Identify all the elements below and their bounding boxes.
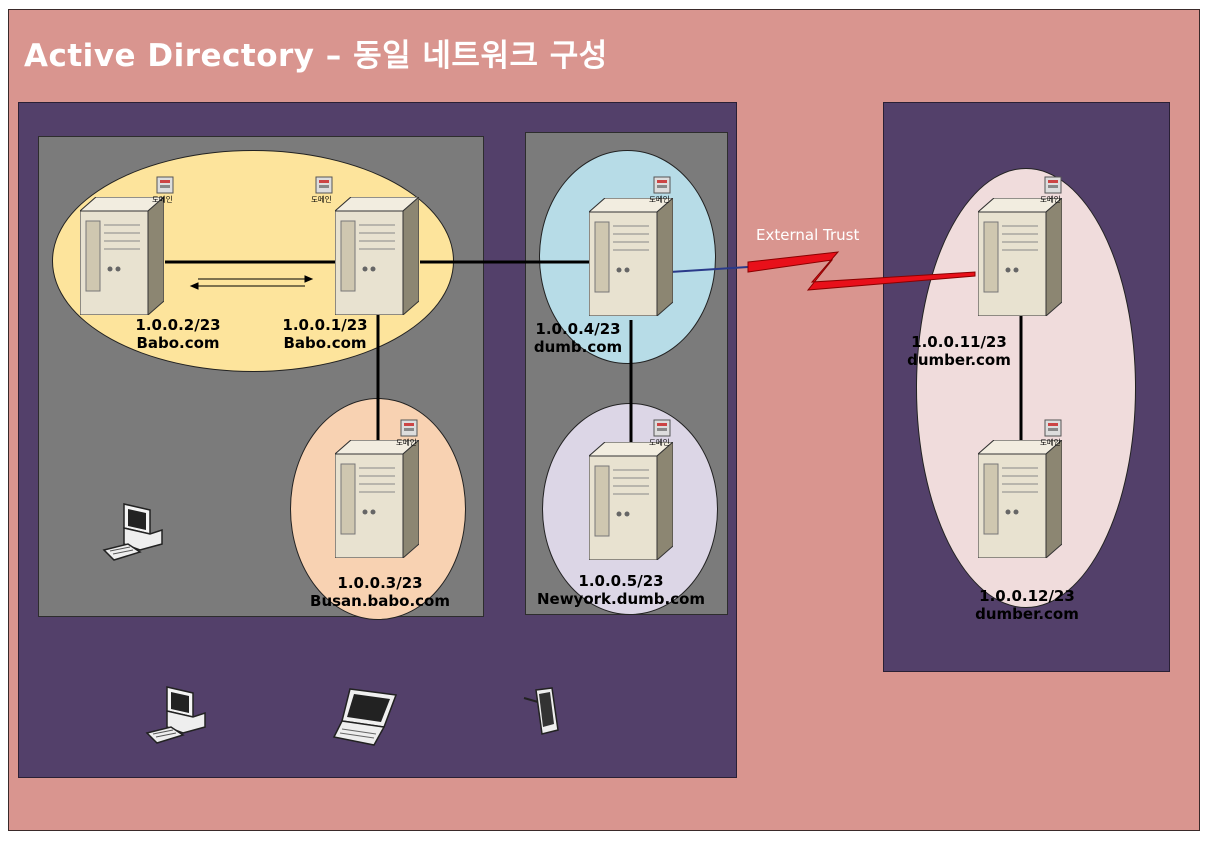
- server-icon[interactable]: [78, 195, 166, 317]
- server-domain: Newyork.dumb.com: [536, 590, 706, 608]
- diagram-title: Active Directory – 동일 네트워크 구성: [24, 38, 608, 74]
- server-icon[interactable]: [333, 195, 421, 317]
- domain-badge-icon: 도메인: [311, 175, 339, 204]
- lightning-link-icon: [669, 251, 976, 291]
- server-domain: dumber.com: [975, 605, 1079, 623]
- server-domain: Babo.com: [283, 334, 367, 352]
- workstation-icon[interactable]: [100, 500, 170, 570]
- server-icon[interactable]: [587, 440, 675, 562]
- server-icon[interactable]: [333, 438, 421, 560]
- domain-badge-icon: 도메인: [649, 418, 677, 447]
- replication-arrows-icon: [189, 275, 314, 290]
- server-domain: dumb.com: [533, 338, 623, 356]
- phone-icon[interactable]: [520, 684, 565, 739]
- domain-badge-icon: 도메인: [1040, 175, 1068, 204]
- server-ip: 1.0.0.1/23: [282, 316, 368, 334]
- server-icon[interactable]: [976, 438, 1064, 560]
- server-ip: 1.0.0.11/23: [911, 333, 1007, 351]
- server-icon[interactable]: [976, 196, 1064, 318]
- server-ip: 1.0.0.4/23: [535, 320, 621, 338]
- domain-badge-icon: 도메인: [1040, 418, 1068, 447]
- server-ip: 1.0.0.2/23: [135, 316, 221, 334]
- domain-badge-icon: 도메인: [649, 175, 677, 204]
- laptop-icon[interactable]: [330, 685, 405, 750]
- server-ip: 1.0.0.5/23: [578, 572, 664, 590]
- server-domain: Babo.com: [136, 334, 220, 352]
- server-ip: 1.0.0.12/23: [979, 587, 1075, 605]
- domain-badge-icon: 도메인: [152, 175, 180, 204]
- server-domain: dumber.com: [907, 351, 1011, 369]
- server-icon[interactable]: [587, 196, 675, 318]
- external-trust-label: External Trust: [756, 226, 860, 244]
- server-domain: Busan.babo.com: [310, 592, 450, 610]
- workstation-icon[interactable]: [143, 683, 213, 753]
- domain-badge-icon: 도메인: [396, 418, 424, 447]
- server-ip: 1.0.0.3/23: [337, 574, 423, 592]
